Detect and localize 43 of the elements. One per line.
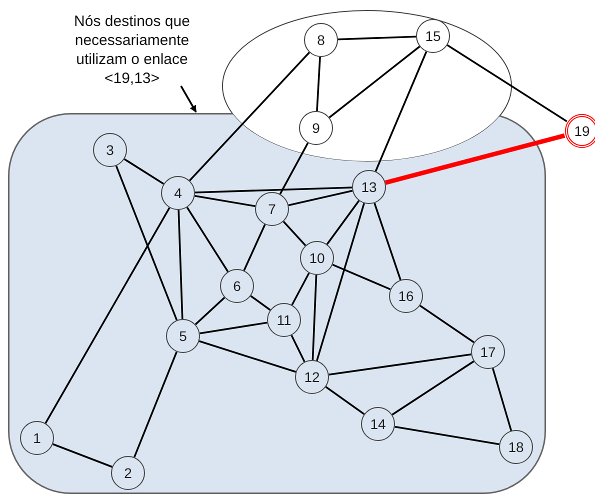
link-line	[316, 203, 365, 361]
link-line	[326, 200, 360, 245]
link-line	[288, 190, 353, 206]
link-line	[198, 340, 296, 373]
link-line	[394, 426, 500, 446]
link-line	[316, 56, 321, 112]
link-line	[194, 194, 256, 208]
link-line	[325, 386, 365, 415]
link-line	[52, 443, 112, 468]
link-line	[290, 334, 306, 362]
link-line	[200, 322, 268, 334]
link-line	[194, 296, 226, 326]
link-line	[338, 36, 416, 40]
link-line	[384, 133, 566, 185]
leader-arrow	[180, 86, 197, 113]
link-line	[374, 51, 428, 172]
region-box	[8, 113, 546, 494]
link-line	[243, 224, 266, 271]
network-node: 19	[565, 114, 595, 148]
link-line	[250, 295, 271, 311]
link-line	[492, 368, 512, 431]
link-line	[188, 52, 310, 182]
link-line	[115, 166, 178, 320]
link-line	[446, 44, 568, 122]
link-line	[178, 210, 184, 320]
link-line	[374, 202, 402, 280]
callout-text: Nós destinos que necessariamente utilizam o enlace <19,13>	[62, 12, 202, 88]
link-line	[332, 264, 391, 290]
link-line	[44, 207, 170, 424]
network-node: 8	[304, 23, 338, 57]
link-line	[312, 274, 318, 360]
link-line	[194, 186, 352, 194]
link-line	[134, 351, 178, 458]
link-line	[282, 220, 306, 246]
link-line	[279, 142, 309, 194]
link-line	[392, 360, 474, 416]
link-line	[328, 354, 472, 376]
network-node: 15	[416, 19, 450, 53]
link-line	[124, 158, 164, 185]
link-line	[186, 206, 229, 272]
link-line	[420, 304, 474, 344]
link-line	[328, 46, 420, 118]
link-line	[291, 272, 310, 306]
